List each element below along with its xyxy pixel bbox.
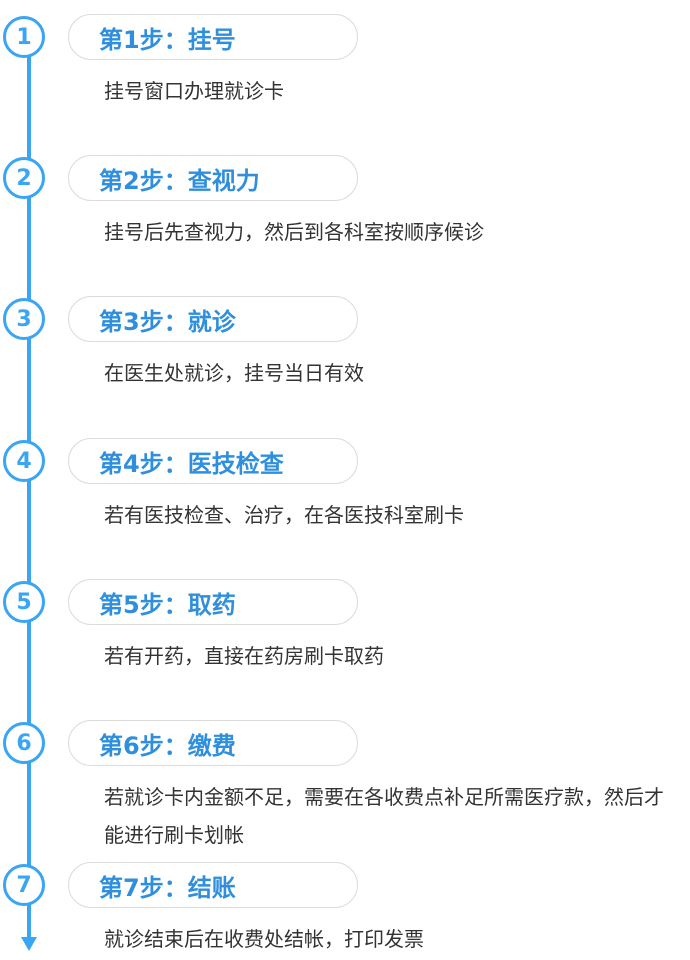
step-number-badge: 3	[3, 298, 45, 340]
step-title: 第1步：挂号	[68, 14, 358, 60]
step-description: 若有开药，直接在药房刷卡取药	[104, 644, 384, 668]
step-number-badge: 2	[3, 157, 45, 199]
step-description: 在医生处就诊，挂号当日有效	[104, 361, 364, 385]
step-description: 挂号窗口办理就诊卡	[104, 79, 284, 103]
step-title: 第2步：查视力	[68, 155, 358, 201]
step-description: 若就诊卡内金额不足，需要在各收费点补足所需医疗款，然后才能进行刷卡划帐	[104, 785, 664, 847]
timeline-line	[27, 38, 31, 938]
step-title: 第3步：就诊	[68, 296, 358, 342]
step-number-badge: 1	[3, 16, 45, 58]
step-number-badge: 7	[3, 864, 45, 906]
step-description: 就诊结束后在收费处结帐，打印发票	[104, 927, 424, 951]
timeline-arrow-icon	[21, 937, 37, 951]
step-title: 第7步：结账	[68, 862, 358, 908]
step-description: 若有医技检查、治疗，在各医技科室刷卡	[104, 503, 464, 527]
step-title: 第4步：医技检查	[68, 438, 358, 484]
step-number-badge: 5	[3, 581, 45, 623]
step-number-badge: 4	[3, 440, 45, 482]
step-number-badge: 6	[3, 722, 45, 764]
step-title: 第6步：缴费	[68, 720, 358, 766]
step-title: 第5步：取药	[68, 579, 358, 625]
step-description: 挂号后先查视力，然后到各科室按顺序候诊	[104, 220, 484, 244]
